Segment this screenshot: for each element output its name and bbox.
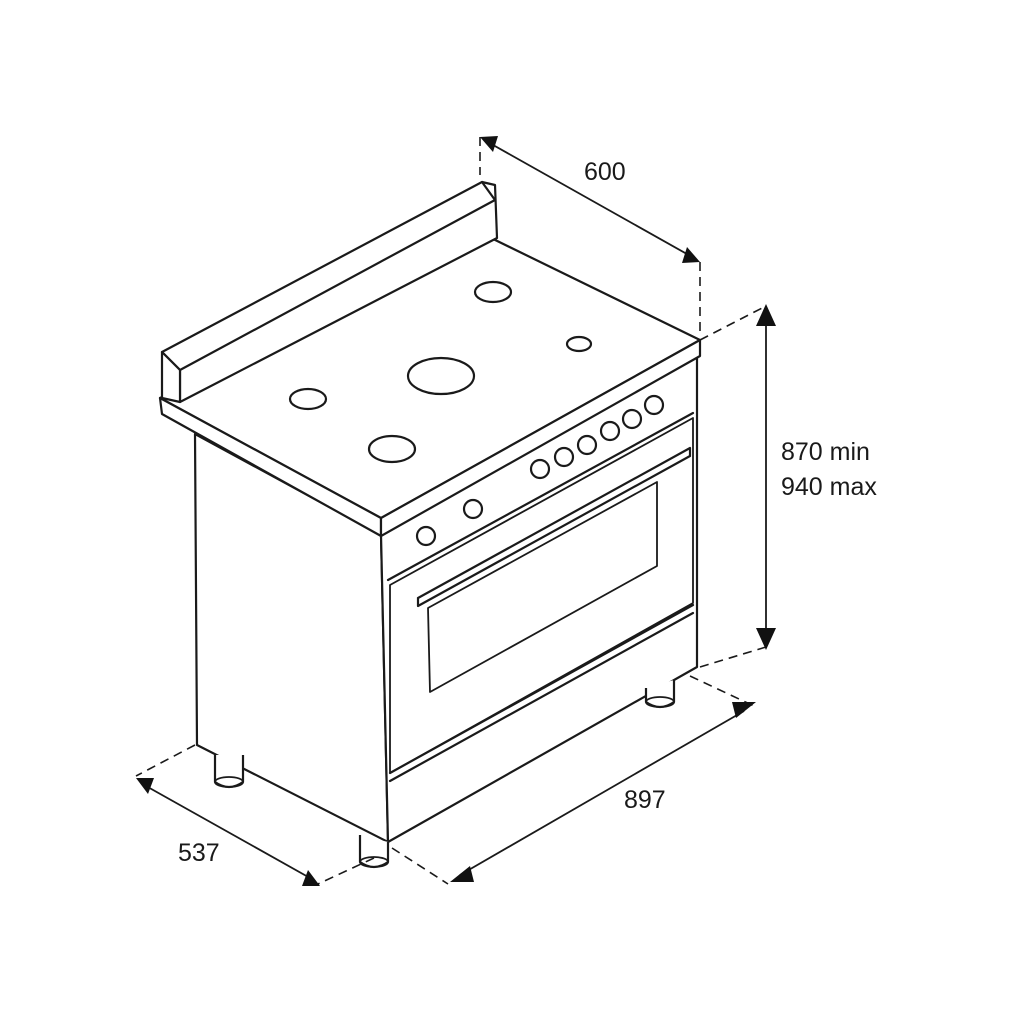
arrow-icon xyxy=(756,304,776,326)
arrow-icon xyxy=(480,136,498,152)
dimension-depth-top xyxy=(479,136,701,335)
foot-left-base xyxy=(214,776,244,788)
arrow-icon xyxy=(756,628,776,650)
burner-rear-center xyxy=(473,280,513,304)
drawer-top-edge xyxy=(388,603,695,775)
dimension-label-height-max: 940 max xyxy=(781,473,877,501)
knob-icon xyxy=(553,446,575,468)
dimension-width xyxy=(391,675,756,885)
dimension-depth-bottom xyxy=(135,744,375,886)
knob-icon xyxy=(529,458,551,480)
arrow-icon xyxy=(302,870,320,886)
foot-left xyxy=(213,755,245,789)
control-strip-edge xyxy=(386,411,695,582)
oven-window xyxy=(427,481,658,693)
foot-front-base xyxy=(359,856,389,868)
dimension-label-depth-top: 600 xyxy=(584,158,626,186)
burner-rear-right xyxy=(565,335,593,353)
oven-handle xyxy=(416,446,692,608)
oven-door xyxy=(389,417,694,774)
knob-icon xyxy=(643,394,665,416)
backsplash-cap xyxy=(480,180,497,202)
arrow-icon xyxy=(682,247,700,263)
arrow-icon xyxy=(136,778,154,794)
burner-front xyxy=(367,434,417,464)
dimension-label-width: 897 xyxy=(624,786,666,814)
arrow-icon xyxy=(450,866,474,882)
arrow-icon xyxy=(732,702,756,718)
foot-right-base xyxy=(645,696,675,708)
backsplash-edge xyxy=(178,198,497,372)
knob-icon xyxy=(599,420,621,442)
control-knobs xyxy=(415,394,665,547)
backsplash-side xyxy=(160,350,182,404)
dimension-label-height-min: 870 min xyxy=(781,438,870,466)
knob-icon xyxy=(576,434,598,456)
feet xyxy=(213,680,676,869)
drawer-top-edge-inner xyxy=(388,611,695,783)
dimension-height xyxy=(699,304,776,668)
burner-wok xyxy=(406,356,476,396)
dimension-label-depth-bottom: 537 xyxy=(178,839,220,867)
knob-icon xyxy=(415,525,437,547)
knob-icon xyxy=(621,408,643,430)
hob-right-edge xyxy=(379,338,702,538)
burner-left xyxy=(288,387,328,411)
knob-icon xyxy=(462,498,484,520)
